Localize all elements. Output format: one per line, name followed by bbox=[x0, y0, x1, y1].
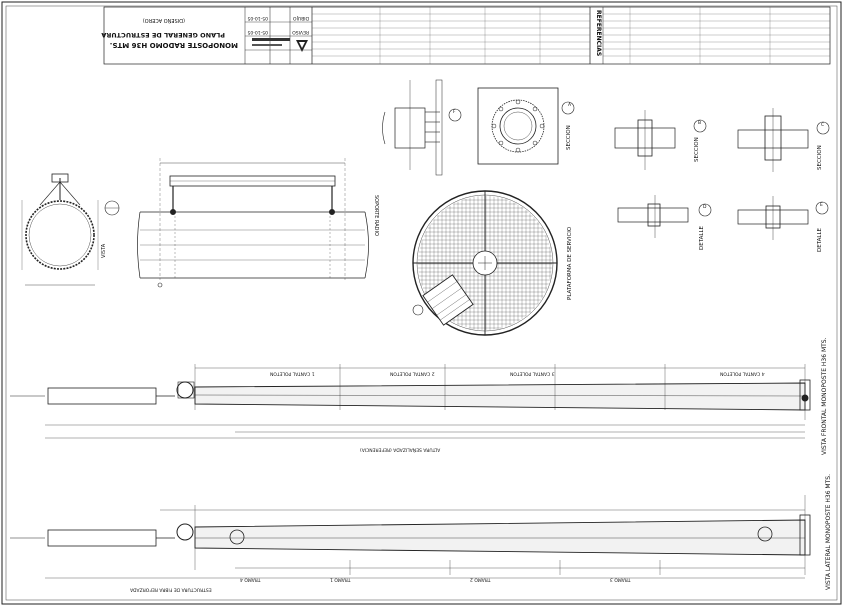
vista-label: VISTA bbox=[101, 243, 107, 258]
soporte-radio-detail bbox=[137, 158, 369, 288]
detalle-details bbox=[617, 195, 829, 240]
dibujo-label: DIBUJO bbox=[292, 15, 309, 20]
side-dimension: ESTRUCTURA DE FIBRA REFORZADA bbox=[130, 586, 212, 592]
referencias-label: REFERENCIAS bbox=[595, 10, 602, 57]
detalle-a-label: DETALLE bbox=[699, 225, 705, 250]
front-annotation-2: 2 CANTAL POLETON bbox=[390, 370, 435, 376]
drawing-subtitle: (DISEÑO ACERO) bbox=[142, 17, 185, 23]
side-tramo-2: TRAMO 2 bbox=[470, 576, 491, 582]
vista-lateral-label: VISTA LATERAL MONOPOSTE H36 MTS. bbox=[825, 474, 832, 590]
front-annotation-4: 4 CANTAL POLETON bbox=[720, 370, 765, 376]
drawing-title-1: MONOPOSTE RADOMO H36 MTS. bbox=[109, 41, 238, 49]
vista-frontal-label: VISTA FRONTAL MONOPOSTE H36 MTS. bbox=[821, 337, 828, 455]
seccion-detail-right bbox=[614, 108, 830, 172]
title-block bbox=[103, 6, 831, 65]
company-logo bbox=[252, 38, 308, 52]
vista-frontal-pole bbox=[10, 364, 811, 439]
drawing-title-2: PLANO GENERAL DE ESTRUCTURA bbox=[101, 31, 225, 39]
front-annotation-3: 3 CANTAL POLETON bbox=[510, 370, 555, 376]
seccion-c-label: SECCION bbox=[817, 145, 823, 170]
front-annotation-1: 1 CANTAL POLETON bbox=[270, 370, 315, 376]
plataforma-servicio-detail bbox=[412, 190, 558, 336]
detalle-b-label: DETALLE bbox=[817, 227, 823, 252]
side-tramo-1: TRAMO 1 bbox=[330, 576, 351, 582]
side-tramo-3: TRAMO 3 bbox=[610, 576, 631, 582]
front-dimension: ALTURA SEÑALIZADA (REFERENCIA) bbox=[360, 446, 441, 452]
soporte-radio-label: SOPORTE RADIO bbox=[373, 195, 379, 236]
vista-ring-detail bbox=[21, 173, 120, 286]
seccion-flange-detail bbox=[477, 87, 575, 165]
title-date-2: 05-10-05 bbox=[247, 29, 268, 34]
section-mark-d: D bbox=[703, 205, 707, 210]
title-date-1: 05-10-05 bbox=[247, 15, 268, 20]
reviso-label: REVISO bbox=[292, 29, 309, 34]
section-mark-a: A bbox=[568, 103, 572, 108]
section-mark-c: C bbox=[821, 123, 825, 128]
vista-lateral-pole bbox=[10, 495, 811, 579]
side-tramo-4: TRAMO 4 bbox=[240, 576, 261, 582]
seccion-a-label: SECCION bbox=[566, 125, 572, 150]
clamp-bolt-detail bbox=[382, 79, 462, 176]
section-mark-b: B bbox=[698, 121, 702, 126]
plataforma-label: PLATAFORMA DE SERVICIO bbox=[567, 226, 573, 300]
section-mark-f: F bbox=[453, 110, 456, 115]
inner-border bbox=[5, 5, 838, 601]
seccion-b-label: SECCION bbox=[694, 137, 700, 162]
section-mark-e: E bbox=[820, 203, 823, 208]
